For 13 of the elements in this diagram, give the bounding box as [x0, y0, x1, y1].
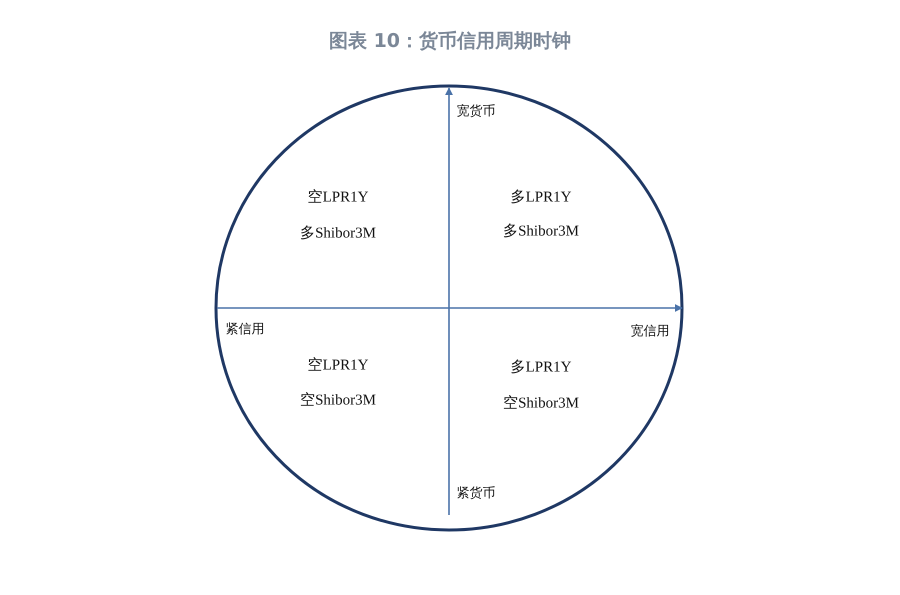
quadrant-label: 多LPR1Y	[510, 358, 572, 376]
axis-label: 紧货币	[456, 484, 496, 502]
quadrant-label: 空Shibor3M	[503, 394, 579, 412]
quadrant-label: 空Shibor3M	[300, 391, 376, 410]
chart-title: 图表 10：货币信用周期时钟	[328, 29, 572, 54]
axis-label: 紧信用	[226, 320, 264, 338]
quadrant-label: 多Shibor3M	[300, 224, 376, 242]
axis-label: 宽信用	[630, 322, 670, 340]
quadrant-label: 多LPR1Y	[510, 188, 572, 206]
quadrant-label: 空LPR1Y	[308, 188, 368, 206]
quadrant-label: 多Shibor3M	[503, 222, 579, 240]
axis-label: 宽货币	[456, 102, 496, 120]
quadrant-label: 空LPR1Y	[308, 356, 368, 374]
